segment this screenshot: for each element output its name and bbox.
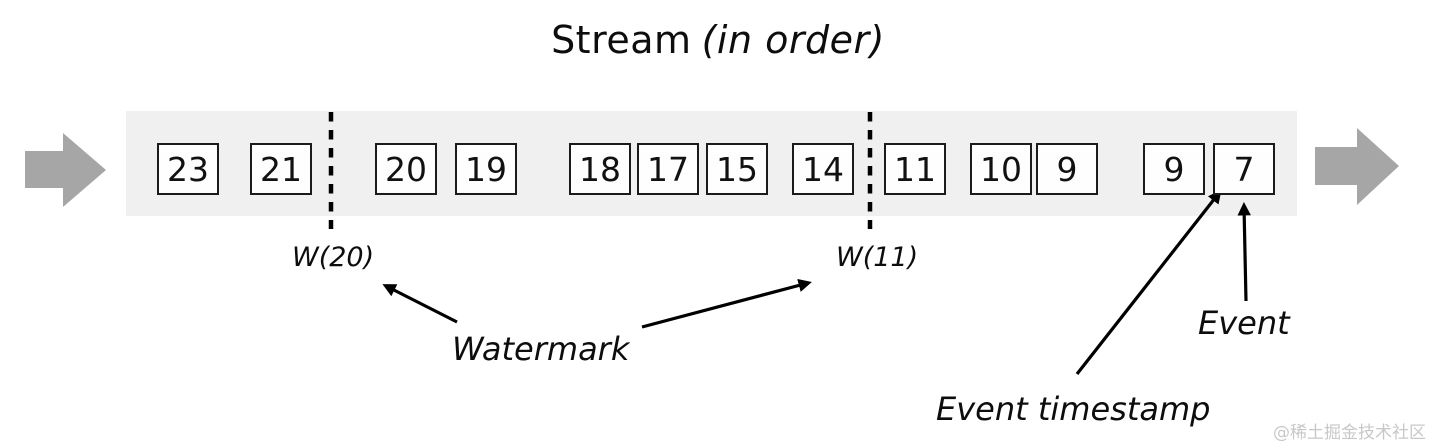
flow-arrow-left-icon bbox=[25, 133, 106, 207]
event-box-20: 20 bbox=[375, 143, 437, 195]
event-box-18: 18 bbox=[569, 143, 631, 195]
event-box-11: 11 bbox=[884, 143, 946, 195]
watermark-label: Watermark bbox=[452, 330, 630, 368]
event-timestamp-arrow bbox=[1075, 189, 1222, 375]
title-main: Stream bbox=[551, 18, 692, 62]
event-box-9: 9 bbox=[1143, 143, 1205, 195]
event-box-10: 10 bbox=[970, 143, 1032, 195]
event-box-17: 17 bbox=[637, 143, 699, 195]
event-box-23: 23 bbox=[157, 143, 219, 195]
event-timestamp-label: Event timestamp bbox=[936, 390, 1211, 428]
flow-arrow-right-icon bbox=[1315, 128, 1399, 205]
credit-watermark: @稀土掘金技术社区 bbox=[1273, 423, 1426, 443]
watermark-value-label-0: W(20) bbox=[292, 242, 375, 273]
page-title: Stream(in order) bbox=[0, 18, 1436, 62]
event-box-14: 14 bbox=[792, 143, 854, 195]
title-qualifier: (in order) bbox=[701, 18, 885, 62]
watermark-lines bbox=[328, 112, 873, 229]
event-box-7: 7 bbox=[1213, 143, 1275, 195]
event-box-15: 15 bbox=[706, 143, 768, 195]
watermark-arrow-left bbox=[382, 284, 458, 324]
watermark-arrow-right bbox=[641, 278, 812, 329]
event-label: Event bbox=[1198, 304, 1290, 342]
event-box-21: 21 bbox=[250, 143, 312, 195]
event-box-9: 9 bbox=[1036, 143, 1098, 195]
watermark-value-label-1: W(11) bbox=[836, 242, 919, 273]
event-box-19: 19 bbox=[455, 143, 517, 195]
event-arrow bbox=[1237, 201, 1251, 302]
